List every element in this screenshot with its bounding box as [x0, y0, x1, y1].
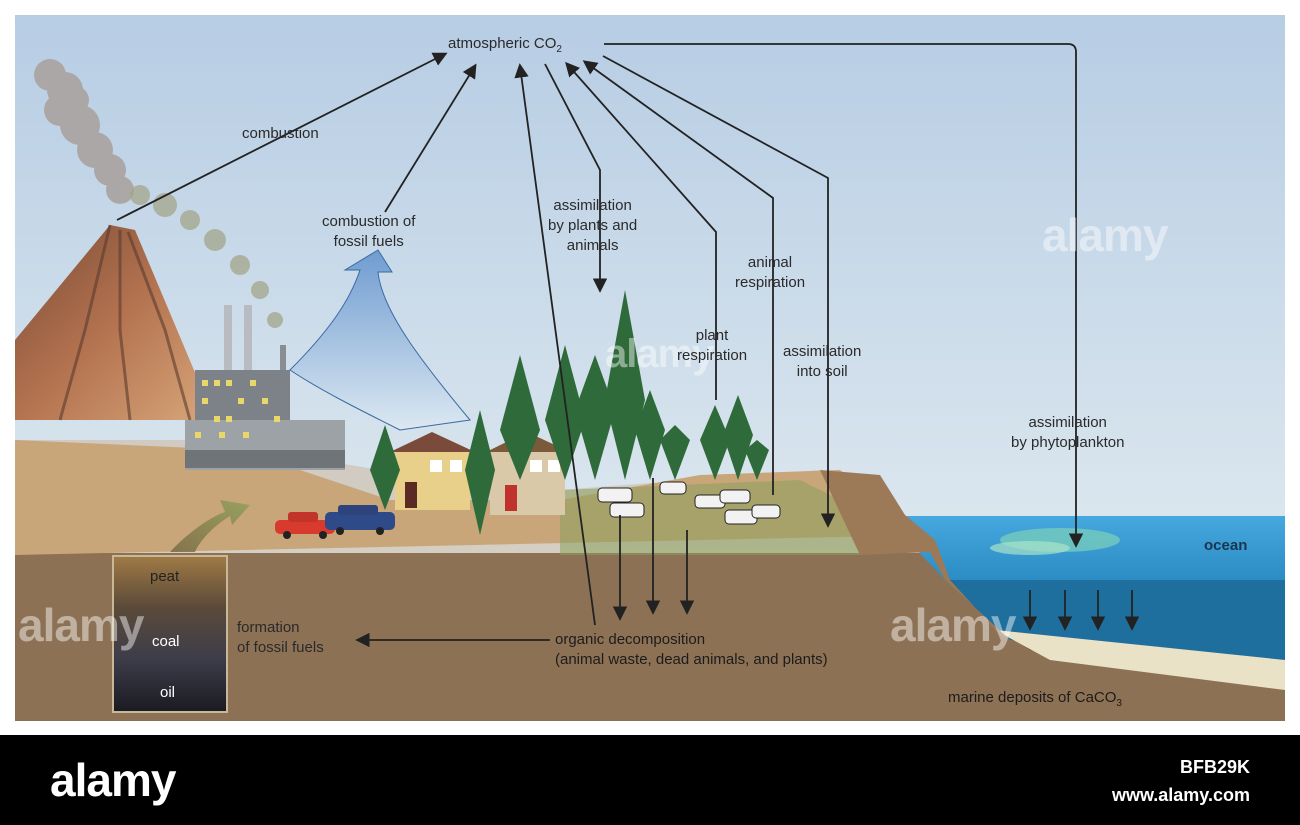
volcano-smoke	[34, 59, 134, 204]
combustion-of-fossil-fuels-label: combustion of fossil fuels	[322, 213, 416, 250]
fossil-fuel-column	[112, 555, 228, 713]
watermark: alamy	[18, 599, 144, 651]
coal-label: coal	[152, 633, 180, 650]
house-left	[390, 432, 475, 510]
marine-deposits-label: marine deposits of CaCO3	[948, 689, 1122, 709]
site-url: www.alamy.com	[1111, 785, 1250, 805]
footer-logo: alamy	[50, 754, 176, 806]
power-plant	[185, 305, 345, 470]
cliff	[820, 470, 1010, 640]
factory-smoke	[130, 185, 283, 328]
animal-respiration-label: animal respiration	[735, 254, 806, 291]
car-red	[275, 512, 335, 539]
formation-of-fossil-fuels-label: formation of fossil fuels	[237, 619, 324, 656]
assimilation-by-phytoplankton-label: assimilation by phytoplankton	[1011, 414, 1125, 451]
trees	[370, 290, 769, 535]
plant-respiration-label: plant respiration	[677, 327, 748, 364]
watermark: alamy	[1042, 209, 1168, 261]
volcano	[15, 225, 215, 420]
assimilation-into-soil-label: assimilation into soil	[783, 343, 862, 380]
footer-bar: alamy BFB29K www.alamy.com	[0, 735, 1300, 825]
grass-area	[560, 480, 880, 555]
watermark: alamy	[605, 332, 714, 376]
fossil-fuel-plume	[289, 249, 471, 431]
atmospheric-co2-label: atmospheric CO2	[448, 35, 562, 55]
ocean-label: ocean	[1204, 537, 1248, 554]
peat-label: peat	[150, 568, 180, 585]
oil-label: oil	[160, 684, 176, 701]
assimilation-by-plants-label: assimilation by plants and animals	[548, 197, 638, 254]
cows	[597, 481, 781, 525]
organic-decomposition-label: organic decomposition (animal waste, dea…	[555, 631, 828, 668]
watermark: alamy	[890, 599, 1016, 651]
car-blue	[325, 505, 395, 535]
formation-arrow	[170, 500, 250, 552]
image-id: BFB29K	[1179, 757, 1250, 777]
flow-arrows	[116, 43, 1140, 648]
combustion-label: combustion	[242, 125, 319, 142]
marine-sediment	[995, 630, 1285, 690]
